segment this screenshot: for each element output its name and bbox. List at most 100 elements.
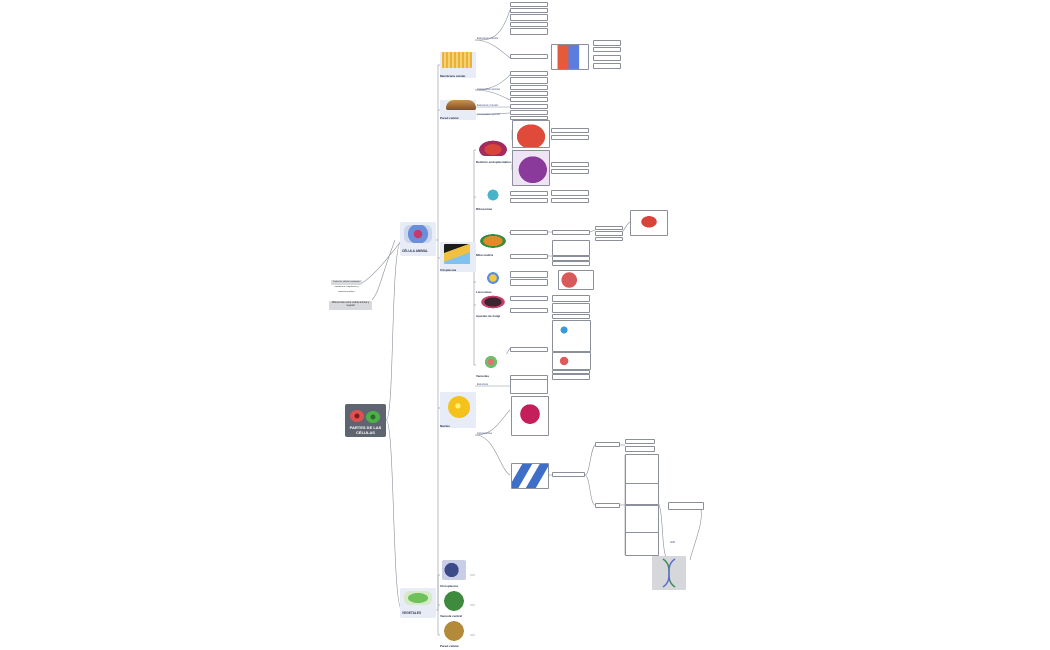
organelle-er[interactable]: Retículo endoplasmático — [476, 140, 512, 164]
detail-box[interactable] — [510, 8, 548, 13]
detail-box[interactable] — [551, 128, 589, 133]
nucleus-label: Núcleo — [440, 424, 451, 428]
detail-box[interactable] — [551, 190, 589, 196]
cytoplasm-node[interactable]: Citoplasma — [440, 242, 476, 272]
detail-box[interactable] — [552, 230, 590, 235]
molecule-image-1[interactable] — [625, 454, 659, 484]
detail-box[interactable] — [625, 439, 655, 444]
detail-box[interactable] — [593, 63, 621, 69]
membrane-func-tag[interactable]: Estructura y función — [477, 37, 499, 40]
organelle-mitochondria[interactable]: Mitocondria — [476, 233, 512, 257]
detail-box[interactable] — [510, 22, 548, 27]
detail-box[interactable] — [593, 55, 621, 61]
dna-image[interactable] — [652, 556, 686, 590]
golgi-label: Aparato de Golgi — [476, 314, 501, 318]
detail-box[interactable] — [595, 503, 620, 508]
membrane-comp-tag[interactable]: Composición química — [477, 88, 500, 91]
detail-box[interactable] — [510, 191, 548, 196]
detail-box[interactable] — [510, 110, 548, 115]
detail-box[interactable] — [552, 261, 590, 266]
detail-box[interactable] — [552, 370, 590, 374]
organelle-ribosomes[interactable]: Ribosomas — [476, 187, 512, 211]
molecule-image-2[interactable] — [625, 483, 659, 505]
animal-cell-label: CÉLULA ANIMAL — [402, 249, 428, 253]
membrane-image[interactable] — [551, 44, 589, 70]
detail-box[interactable] — [510, 85, 548, 90]
nucleus-image[interactable] — [511, 396, 549, 436]
detail-box[interactable] — [510, 279, 548, 286]
organelle-vacuoles[interactable]: Vacuolas — [476, 354, 512, 378]
detail-box[interactable] — [510, 97, 548, 102]
detail-box[interactable] — [510, 379, 548, 394]
general-note[interactable]: Todas las células contienen membrana, ci… — [331, 280, 362, 293]
detail-box[interactable] — [595, 231, 623, 236]
wall-a-tag[interactable]: Estructura y función — [477, 104, 499, 107]
plant-item-0[interactable]: Cloroplastos — [440, 560, 470, 588]
detail-box[interactable] — [552, 374, 590, 380]
membrane-label: Membrana celular — [440, 74, 466, 78]
detail-box[interactable] — [510, 91, 548, 96]
vacuole-image-1[interactable] — [552, 320, 591, 352]
detail-box[interactable] — [510, 230, 548, 235]
detail-box[interactable] — [551, 198, 589, 203]
nucleus-a-tag[interactable]: Estructura — [477, 383, 488, 386]
animal-cell-node[interactable]: CÉLULA ANIMAL — [400, 222, 436, 256]
detail-box[interactable] — [593, 47, 621, 52]
detail-box[interactable] — [552, 295, 590, 302]
detail-box[interactable] — [475, 572, 507, 579]
dna-note[interactable] — [668, 502, 704, 510]
detail-box[interactable] — [552, 472, 585, 477]
detail-box[interactable] — [510, 104, 548, 109]
detail-box[interactable] — [595, 442, 620, 447]
rough-er-image[interactable] — [512, 120, 550, 148]
detail-box[interactable] — [552, 240, 590, 256]
wall-node[interactable]: Pared celular — [440, 100, 476, 120]
detail-box[interactable] — [510, 198, 548, 203]
nucleus-node[interactable]: Núcleo — [440, 392, 476, 428]
detail-box[interactable] — [510, 77, 548, 84]
detail-box[interactable] — [510, 54, 548, 59]
plant-cell-icon — [404, 591, 432, 605]
dna-label: ADN — [670, 541, 676, 544]
detail-box[interactable] — [510, 116, 548, 120]
chromosome-image[interactable] — [511, 463, 549, 489]
detail-box[interactable] — [510, 2, 548, 7]
detail-box[interactable] — [510, 71, 548, 76]
detail-box[interactable] — [595, 237, 623, 241]
detail-box[interactable] — [475, 628, 507, 638]
detail-box[interactable] — [510, 347, 548, 352]
detail-box[interactable] — [510, 14, 548, 21]
detail-box[interactable] — [551, 135, 589, 140]
nucleus-b-tag[interactable]: Componentes — [477, 432, 492, 435]
detail-box[interactable] — [552, 256, 590, 261]
root-node[interactable]: PARTES DE LAS CÉLULAS — [345, 404, 386, 437]
membrane-node[interactable]: Membrana celular — [440, 52, 476, 78]
detail-box[interactable] — [593, 40, 621, 46]
detail-box[interactable] — [552, 303, 590, 313]
plant-item-2[interactable]: Pared celular — [440, 620, 470, 648]
organelle-lysosomes[interactable]: Lisosomas — [476, 270, 512, 294]
smooth-er-image[interactable] — [512, 150, 550, 186]
detail-box[interactable] — [551, 162, 589, 167]
detail-box[interactable] — [625, 446, 655, 452]
detail-box[interactable] — [475, 596, 507, 614]
lysosome-image[interactable] — [558, 270, 594, 290]
molecule-image-4[interactable] — [625, 532, 659, 556]
molecule-image-3[interactable] — [625, 505, 659, 533]
detail-box[interactable] — [510, 308, 548, 313]
vacuole-image-2[interactable] — [552, 352, 591, 370]
wall-b-tag[interactable]: Composición química — [477, 113, 500, 116]
plant-item-1[interactable]: Vacuola central — [440, 590, 470, 618]
question-note[interactable]: Diferencias entre célula animal y vegeta… — [329, 301, 372, 310]
detail-box[interactable] — [510, 296, 548, 301]
detail-box[interactable] — [510, 271, 548, 278]
detail-box[interactable] — [510, 28, 548, 35]
detail-box[interactable] — [552, 314, 590, 319]
detail-box[interactable] — [510, 254, 548, 259]
plant-cell-node[interactable]: VEGETALES — [400, 588, 436, 618]
detail-box[interactable] — [551, 169, 589, 174]
detail-box[interactable] — [595, 226, 623, 230]
organelle-golgi[interactable]: Aparato de Golgi — [476, 294, 512, 318]
mitochondria-image[interactable] — [630, 210, 668, 236]
